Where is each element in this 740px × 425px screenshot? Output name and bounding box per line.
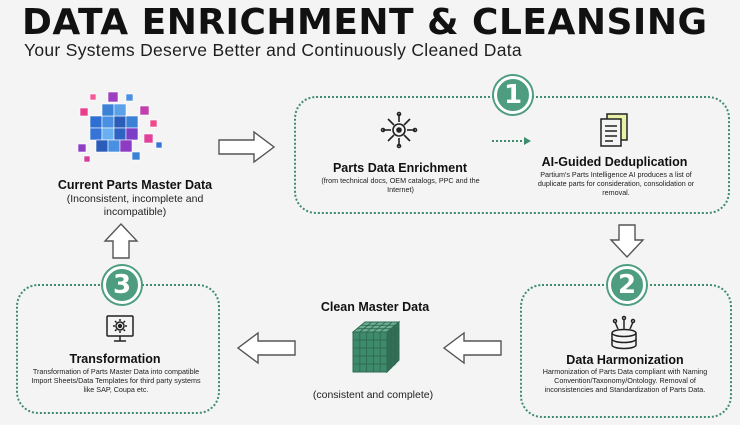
arrow-left-icon	[442, 331, 502, 365]
clean-data-title: Clean Master Data	[320, 300, 430, 314]
page-subtitle: Your Systems Deserve Better and Continuo…	[24, 40, 522, 60]
dedup-description: Partium's Parts Intelligence AI produces…	[537, 170, 695, 197]
current-data-title: Current Parts Master Data	[57, 178, 213, 192]
step3-badge: 3	[103, 266, 141, 304]
step2-badge: 2	[608, 266, 646, 304]
page-title: DATA ENRICHMENT & CLEANSING	[22, 2, 708, 43]
dedup-title: AI-Guided Deduplication	[541, 155, 688, 169]
transformation-gear-icon	[106, 315, 134, 342]
arrow-right-icon	[218, 130, 276, 164]
harmonization-description: Harmonization of Parts Data compliant wi…	[542, 367, 708, 394]
arrow-left-icon	[236, 331, 296, 365]
transformation-title: Transformation	[69, 352, 161, 366]
document-stack-icon	[600, 113, 628, 147]
scattered-cubes-icon	[77, 91, 163, 163]
clean-data-description: (consistent and complete)	[312, 389, 434, 401]
transformation-description: Transformation of Parts Master Data into…	[31, 367, 201, 394]
arrow-up-icon	[103, 222, 139, 259]
enrichment-title: Parts Data Enrichment	[332, 161, 468, 175]
enrichment-description: (from technical docs, OEM catalogs, PPC …	[321, 176, 480, 194]
arrow-down-icon	[609, 224, 645, 259]
current-data-description: (Inconsistent, incomplete and incompatib…	[66, 193, 204, 218]
step2-box	[520, 284, 732, 418]
database-icon	[611, 315, 637, 350]
clean-cube-icon	[351, 320, 401, 374]
step1-badge: 1	[494, 76, 532, 114]
dotted-arrow-icon	[492, 137, 531, 145]
harmonization-title: Data Harmonization	[566, 353, 684, 367]
enrichment-target-icon	[380, 111, 418, 149]
